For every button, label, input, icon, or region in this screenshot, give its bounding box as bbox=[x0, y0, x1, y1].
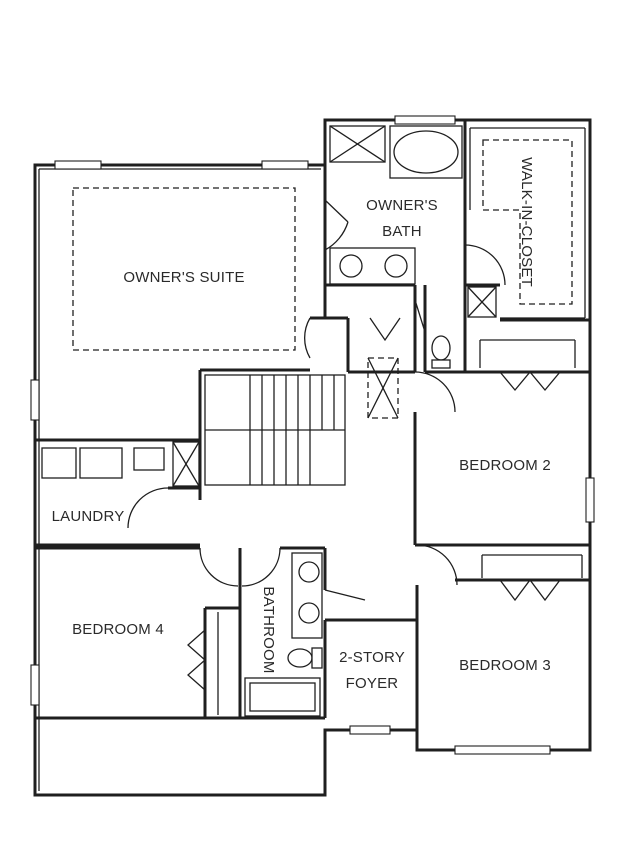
label-bedroom-2: BEDROOM 2 bbox=[459, 457, 551, 474]
label-bathroom: BATHROOM bbox=[260, 586, 277, 673]
label-owners-bath-2: BATH bbox=[382, 223, 422, 240]
room-labels: OWNER'S SUITE OWNER'S BATH WALK-IN-CLOSE… bbox=[52, 157, 551, 692]
door-swings bbox=[127, 199, 561, 691]
interior-walls bbox=[35, 120, 590, 750]
label-foyer-2: FOYER bbox=[346, 675, 399, 692]
label-owners-suite: OWNER'S SUITE bbox=[123, 269, 244, 286]
label-foyer-1: 2-STORY bbox=[339, 649, 405, 666]
staircase bbox=[204, 374, 346, 486]
label-laundry: LAUNDRY bbox=[52, 508, 125, 525]
fixtures bbox=[41, 125, 497, 717]
closet-shelves bbox=[72, 127, 586, 578]
label-owners-bath-1: OWNER'S bbox=[366, 197, 438, 214]
label-bedroom-3: BEDROOM 3 bbox=[459, 657, 551, 674]
windows bbox=[30, 115, 595, 755]
label-walk-in-closet: WALK-IN-CLOSET bbox=[518, 157, 535, 287]
label-bedroom-4: BEDROOM 4 bbox=[72, 621, 164, 638]
